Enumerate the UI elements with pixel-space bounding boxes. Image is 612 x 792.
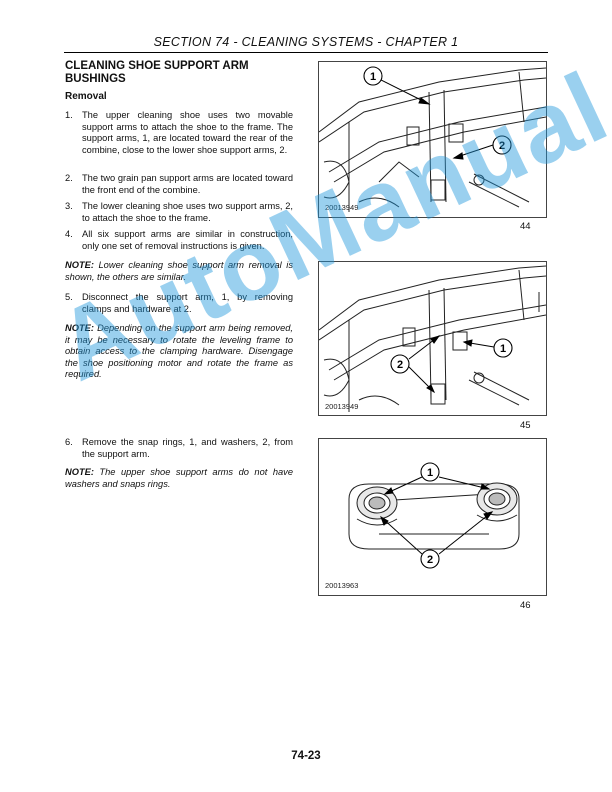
figure-code: 20013949 — [325, 402, 359, 411]
step-5: 5. Disconnect the support arm, 1, by rem… — [65, 292, 293, 315]
section-title: CLEANING SHOE SUPPORT ARM BUSHINGS — [65, 60, 249, 85]
note-2: NOTE: Depending on the support arm being… — [65, 323, 293, 381]
step-text: Remove the snap rings, 1, and washers, 2… — [82, 437, 293, 459]
subsection-title: Removal — [65, 91, 107, 102]
note-label: NOTE: — [65, 323, 94, 333]
step-4: 4. All six support arms are similar in c… — [65, 229, 293, 252]
figure-45: 1 2 20013949 — [318, 261, 547, 416]
callout-label: 2 — [397, 359, 403, 371]
callout-circle — [492, 135, 512, 155]
callout-circle — [493, 338, 513, 358]
step-number: 6. — [65, 437, 73, 447]
step-number: 2. — [65, 173, 73, 183]
figure-45-illustration: 1 2 — [319, 265, 546, 412]
step-number: 3. — [65, 201, 73, 211]
step-number: 4. — [65, 229, 73, 239]
figure-code: 20013949 — [325, 203, 359, 212]
callout-label: 1 — [370, 71, 376, 83]
step-text: All six support arms are similar in cons… — [82, 229, 293, 251]
section-header: SECTION 74 - CLEANING SYSTEMS - CHAPTER … — [153, 35, 459, 49]
figure-number: 44 — [520, 221, 531, 232]
step-text: The upper cleaning shoe uses two movable… — [82, 110, 293, 155]
step-number: 5. — [65, 292, 73, 302]
note-text: Lower cleaning shoe support arm removal … — [65, 260, 293, 282]
figure-number: 45 — [520, 420, 531, 431]
callout-circle — [363, 66, 383, 86]
header-rule — [64, 52, 548, 53]
step-3: 3. The lower cleaning shoe uses two supp… — [65, 201, 293, 224]
callout-label: 1 — [427, 467, 433, 479]
callout-circle — [420, 549, 440, 569]
figure-46-illustration: 1 2 — [348, 462, 520, 569]
figure-number: 46 — [520, 600, 531, 611]
callout-label: 2 — [499, 140, 505, 152]
note-text: The upper shoe support arms do not have … — [65, 467, 293, 489]
figure-code: 20013963 — [325, 581, 359, 590]
step-1: 1. The upper cleaning shoe uses two mova… — [65, 110, 293, 156]
step-text: Disconnect the support arm, 1, by removi… — [82, 292, 293, 314]
note-text: Depending on the support arm being remov… — [65, 323, 293, 379]
note-3: NOTE: The upper shoe support arms do not… — [65, 467, 293, 490]
step-6: 6. Remove the snap rings, 1, and washers… — [65, 437, 293, 460]
figure-46: 1 2 20013963 — [318, 438, 547, 596]
note-label: NOTE: — [65, 467, 94, 477]
callout-label: 1 — [500, 343, 506, 355]
note-1: NOTE: Lower cleaning shoe support arm re… — [65, 260, 293, 283]
callout-circle — [420, 462, 440, 482]
step-text: The two grain pan support arms are locat… — [82, 173, 293, 195]
step-number: 1. — [65, 110, 73, 120]
callout-label: 2 — [427, 554, 433, 566]
callout-circle — [390, 354, 410, 374]
step-2: 2. The two grain pan support arms are lo… — [65, 173, 293, 196]
page-number: 74-23 — [291, 750, 321, 762]
figure-44-illustration: 1 2 — [319, 66, 546, 212]
step-text: The lower cleaning shoe uses two support… — [82, 201, 293, 223]
note-label: NOTE: — [65, 260, 94, 270]
figure-44: 1 2 20013949 — [318, 61, 547, 218]
